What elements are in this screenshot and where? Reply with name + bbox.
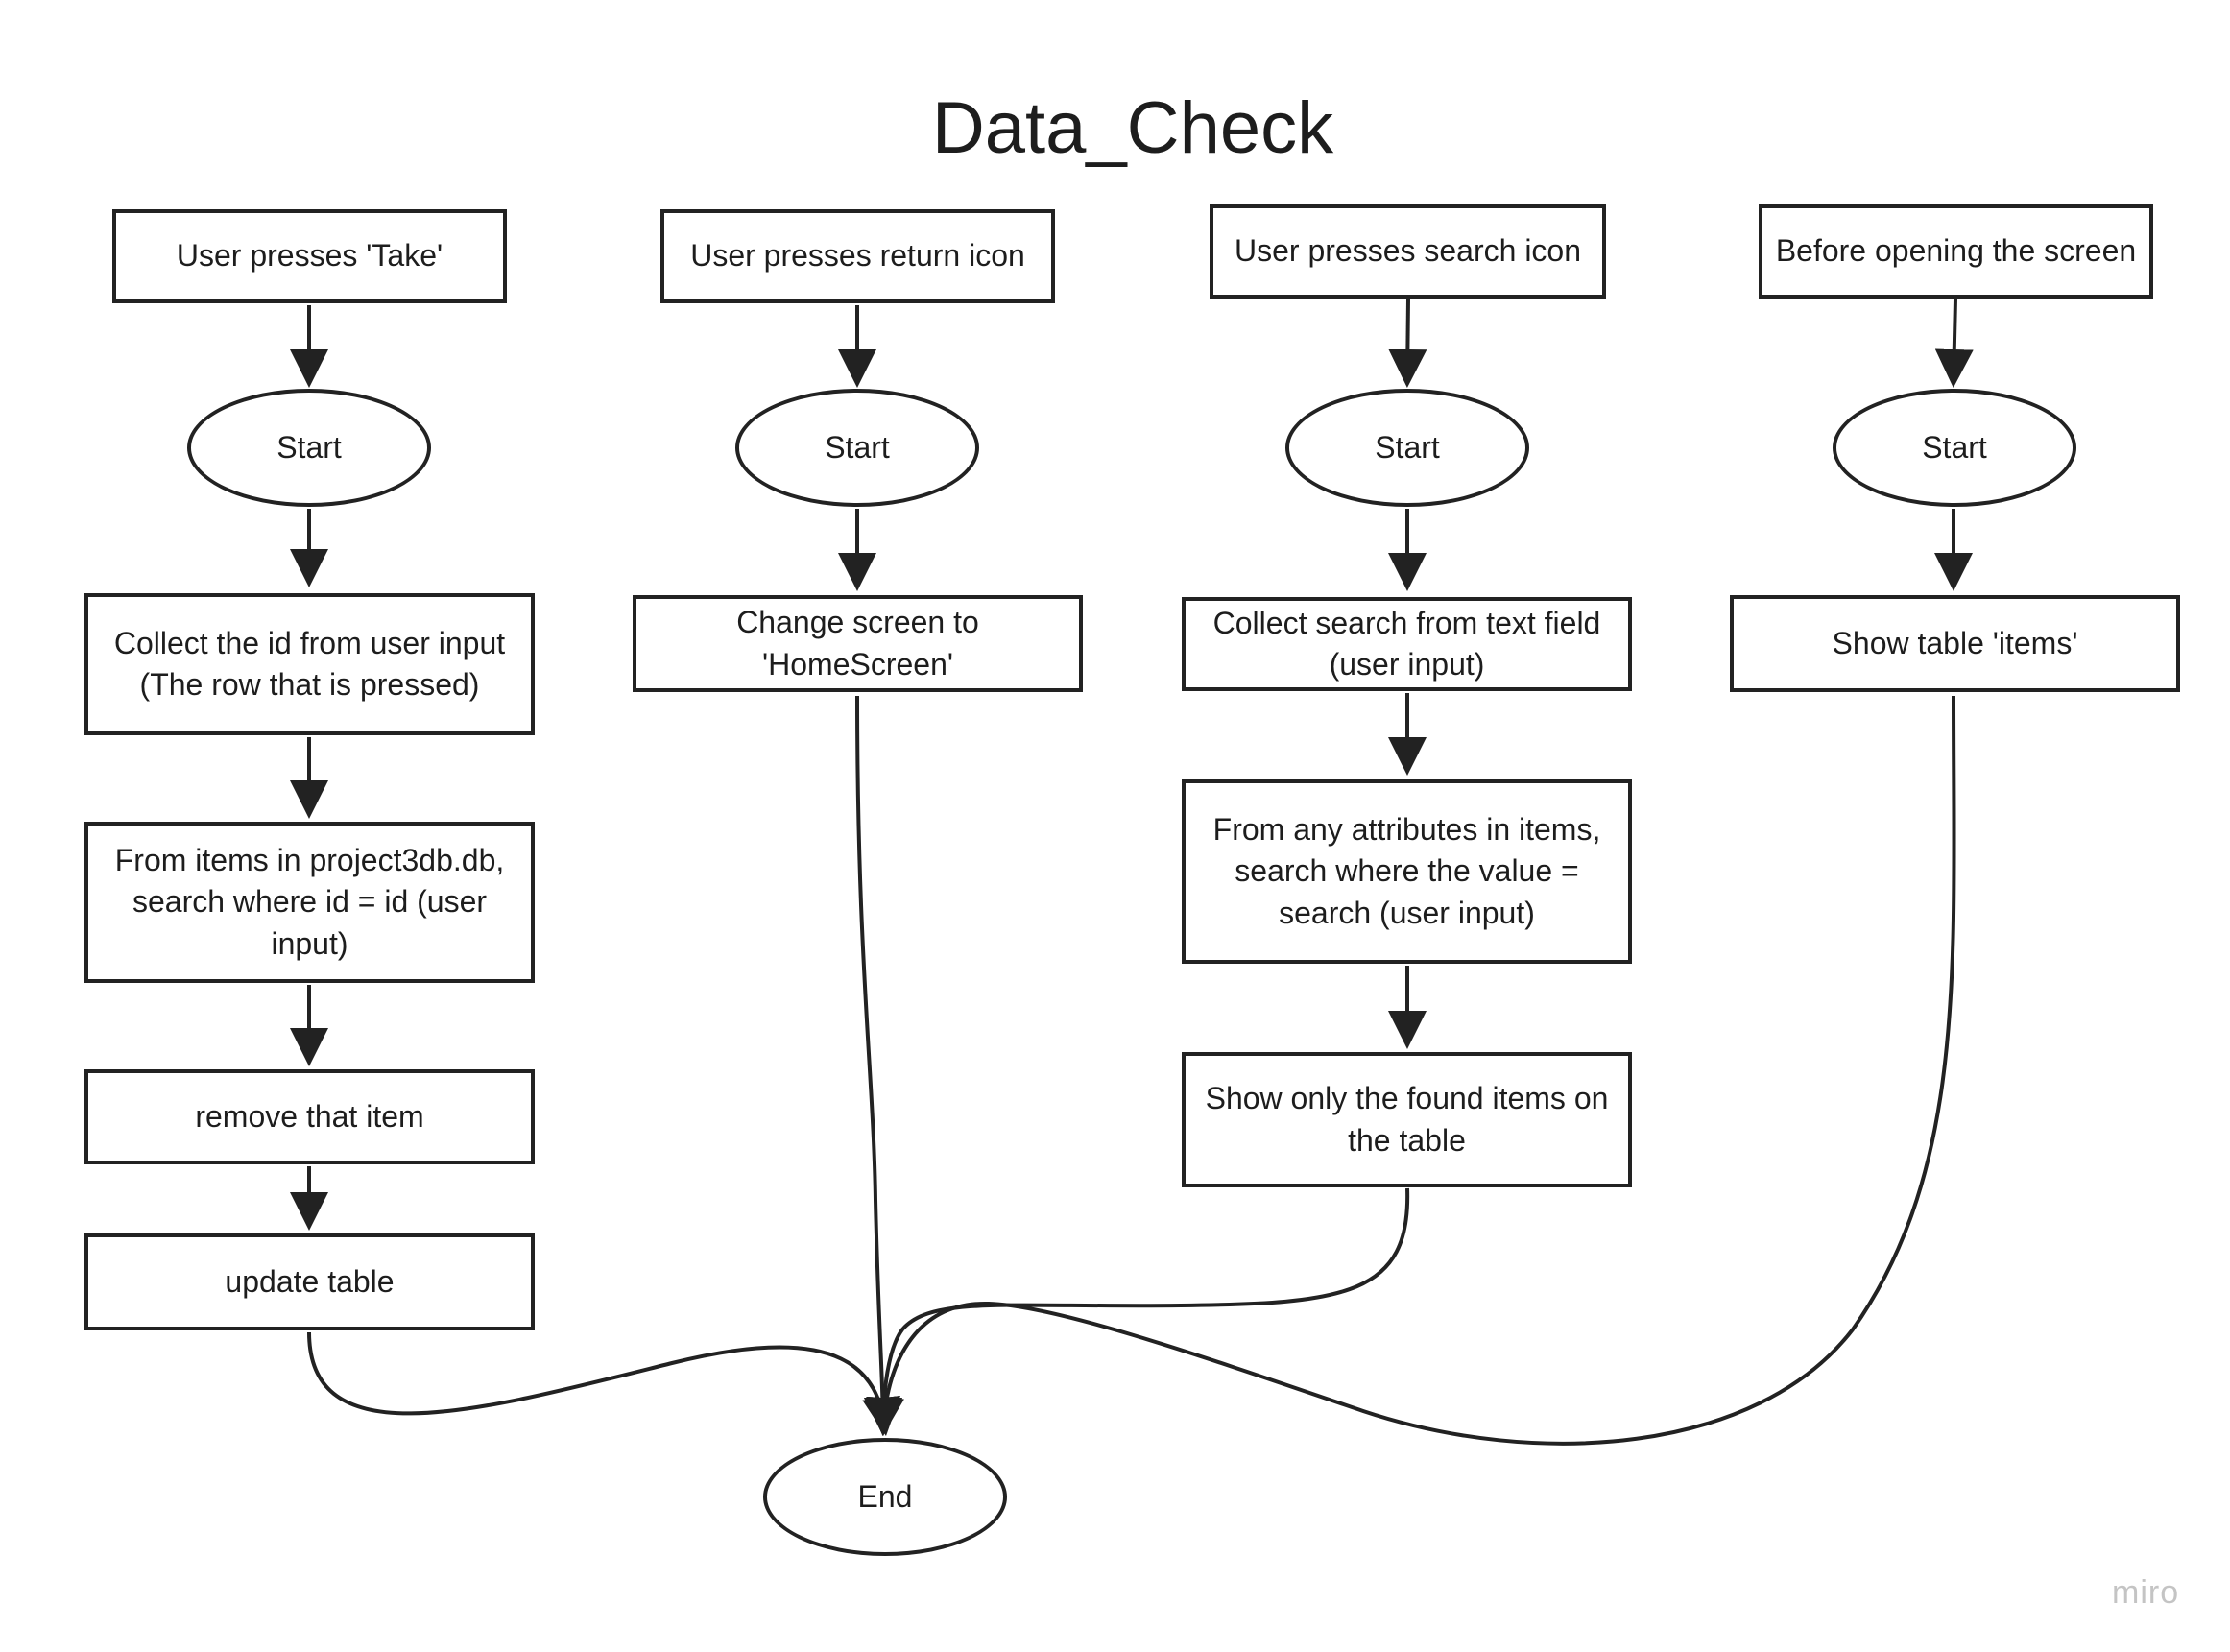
arrow-c4-trigger-to-start (1934, 299, 1974, 388)
step-label: remove that item (195, 1098, 424, 1134)
start-label: Start (276, 430, 342, 465)
step-remove-item: remove that item (84, 1069, 535, 1164)
step-label: Collect search from text field (user inp… (1212, 605, 1601, 682)
arrow-c3-trigger-to-start (1388, 299, 1427, 388)
miro-watermark: miro (2112, 1574, 2180, 1611)
trigger-box-return: User presses return icon (660, 209, 1055, 303)
curve-c4-to-end (866, 695, 1956, 1446)
start-label: Start (1922, 430, 1987, 465)
step-search-attributes: From any attributes in items, search whe… (1182, 779, 1632, 964)
start-oval-search: Start (1285, 389, 1529, 507)
step-label: Collect the id from user input (The row … (113, 625, 506, 702)
step-collect-search: Collect search from text field (user inp… (1182, 597, 1632, 691)
start-label: Start (825, 430, 890, 465)
start-oval-return: Start (735, 389, 979, 507)
trigger-label: Before opening the screen (1775, 233, 2137, 269)
curve-c3-to-end (864, 1187, 1410, 1436)
step-label: From any attributes in items, search whe… (1212, 812, 1601, 930)
trigger-box-before-open: Before opening the screen (1759, 204, 2153, 299)
trigger-box-take: User presses 'Take' (112, 209, 507, 303)
trigger-box-search: User presses search icon (1210, 204, 1606, 299)
step-search-id: From items in project3db.db, search wher… (84, 822, 535, 983)
end-label: End (857, 1479, 913, 1514)
diagram-title: Data_Check (931, 87, 1334, 169)
trigger-label: User presses 'Take' (176, 238, 444, 274)
step-show-table: Show table 'items' (1730, 595, 2180, 692)
step-label: From items in project3db.db, search wher… (114, 843, 505, 961)
step-label: update table (225, 1263, 395, 1299)
step-collect-id: Collect the id from user input (The row … (84, 593, 535, 735)
step-label: Change screen to 'HomeScreen' (736, 605, 979, 682)
step-label: Show only the found items on the table (1205, 1081, 1609, 1158)
step-change-screen: Change screen to 'HomeScreen' (633, 595, 1083, 692)
step-show-found: Show only the found items on the table (1182, 1052, 1632, 1187)
curve-c1-to-end (307, 1331, 901, 1436)
curve-c2-to-end (855, 695, 902, 1436)
start-oval-take: Start (187, 389, 431, 507)
step-update-table: update table (84, 1233, 535, 1330)
end-oval: End (763, 1438, 1007, 1556)
step-label: Show table 'items' (1832, 625, 2078, 660)
start-label: Start (1375, 430, 1440, 465)
start-oval-before-open: Start (1833, 389, 2076, 507)
trigger-label: User presses search icon (1234, 233, 1582, 269)
trigger-label: User presses return icon (690, 238, 1025, 274)
